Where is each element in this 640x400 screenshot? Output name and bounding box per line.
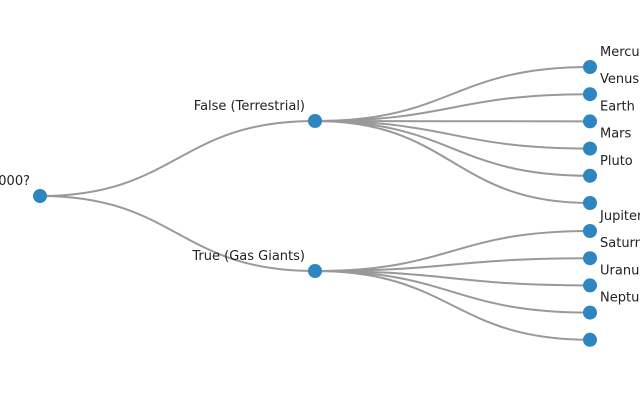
label-leaf-1-1: Saturn: [600, 236, 640, 251]
node-root[interactable]: [33, 189, 47, 203]
link-root-to-branch-1: [39, 195, 316, 272]
node-leaf-0-4[interactable]: [583, 168, 597, 183]
label-branch-1: True (Gas Giants): [191, 249, 305, 264]
label-root: 000?: [0, 174, 30, 189]
label-leaf-0-1: Venus: [600, 72, 639, 87]
link-branch-1-leaf-0: [314, 230, 591, 272]
node-branch-1[interactable]: [308, 264, 322, 278]
node-leaf-0-5[interactable]: [583, 196, 597, 210]
link-branch-0-leaf-1: [314, 93, 591, 122]
label-leaf-0-0: Mercury: [600, 45, 640, 60]
node-leaf-0-2[interactable]: [583, 114, 597, 129]
label-leaf-1-2: Uranus: [600, 263, 640, 278]
node-leaf-1-0[interactable]: [583, 224, 597, 238]
tree-links: [39, 66, 591, 341]
label-leaf-0-2: Earth: [600, 99, 635, 114]
link-root-to-branch-0: [39, 120, 316, 197]
node-leaf-0-1[interactable]: [583, 87, 597, 102]
label-leaf-0-4: Pluto: [600, 154, 633, 169]
node-leaf-1-3[interactable]: [583, 305, 597, 320]
node-leaf-0-3[interactable]: [583, 141, 597, 156]
label-leaf-0-3: Mars: [600, 127, 632, 142]
label-leaf-1-0: Jupiter: [599, 209, 640, 224]
link-branch-1-leaf-2: [314, 270, 591, 287]
link-branch-0-leaf-5: [314, 120, 591, 204]
link-branch-0-leaf-4: [314, 120, 591, 177]
tree-nodes: [33, 60, 597, 347]
link-branch-1-leaf-1: [314, 257, 591, 272]
node-leaf-1-1[interactable]: [583, 251, 597, 266]
node-leaf-1-2[interactable]: [583, 278, 597, 293]
node-branch-0[interactable]: [308, 114, 322, 128]
link-branch-1-leaf-4: [314, 270, 591, 341]
node-leaf-1-4[interactable]: [583, 332, 597, 347]
tree-labels: 000? False (Terrestrial) MercuryVenusEarth…: [0, 45, 640, 306]
label-branch-0: False (Terrestrial): [194, 99, 305, 114]
label-leaf-1-3: Neptune: [600, 291, 640, 306]
link-branch-0-leaf-0: [314, 66, 591, 122]
link-branch-0-leaf-3: [314, 120, 591, 150]
link-branch-1-leaf-3: [314, 270, 591, 314]
node-leaf-0-0[interactable]: [583, 60, 597, 74]
